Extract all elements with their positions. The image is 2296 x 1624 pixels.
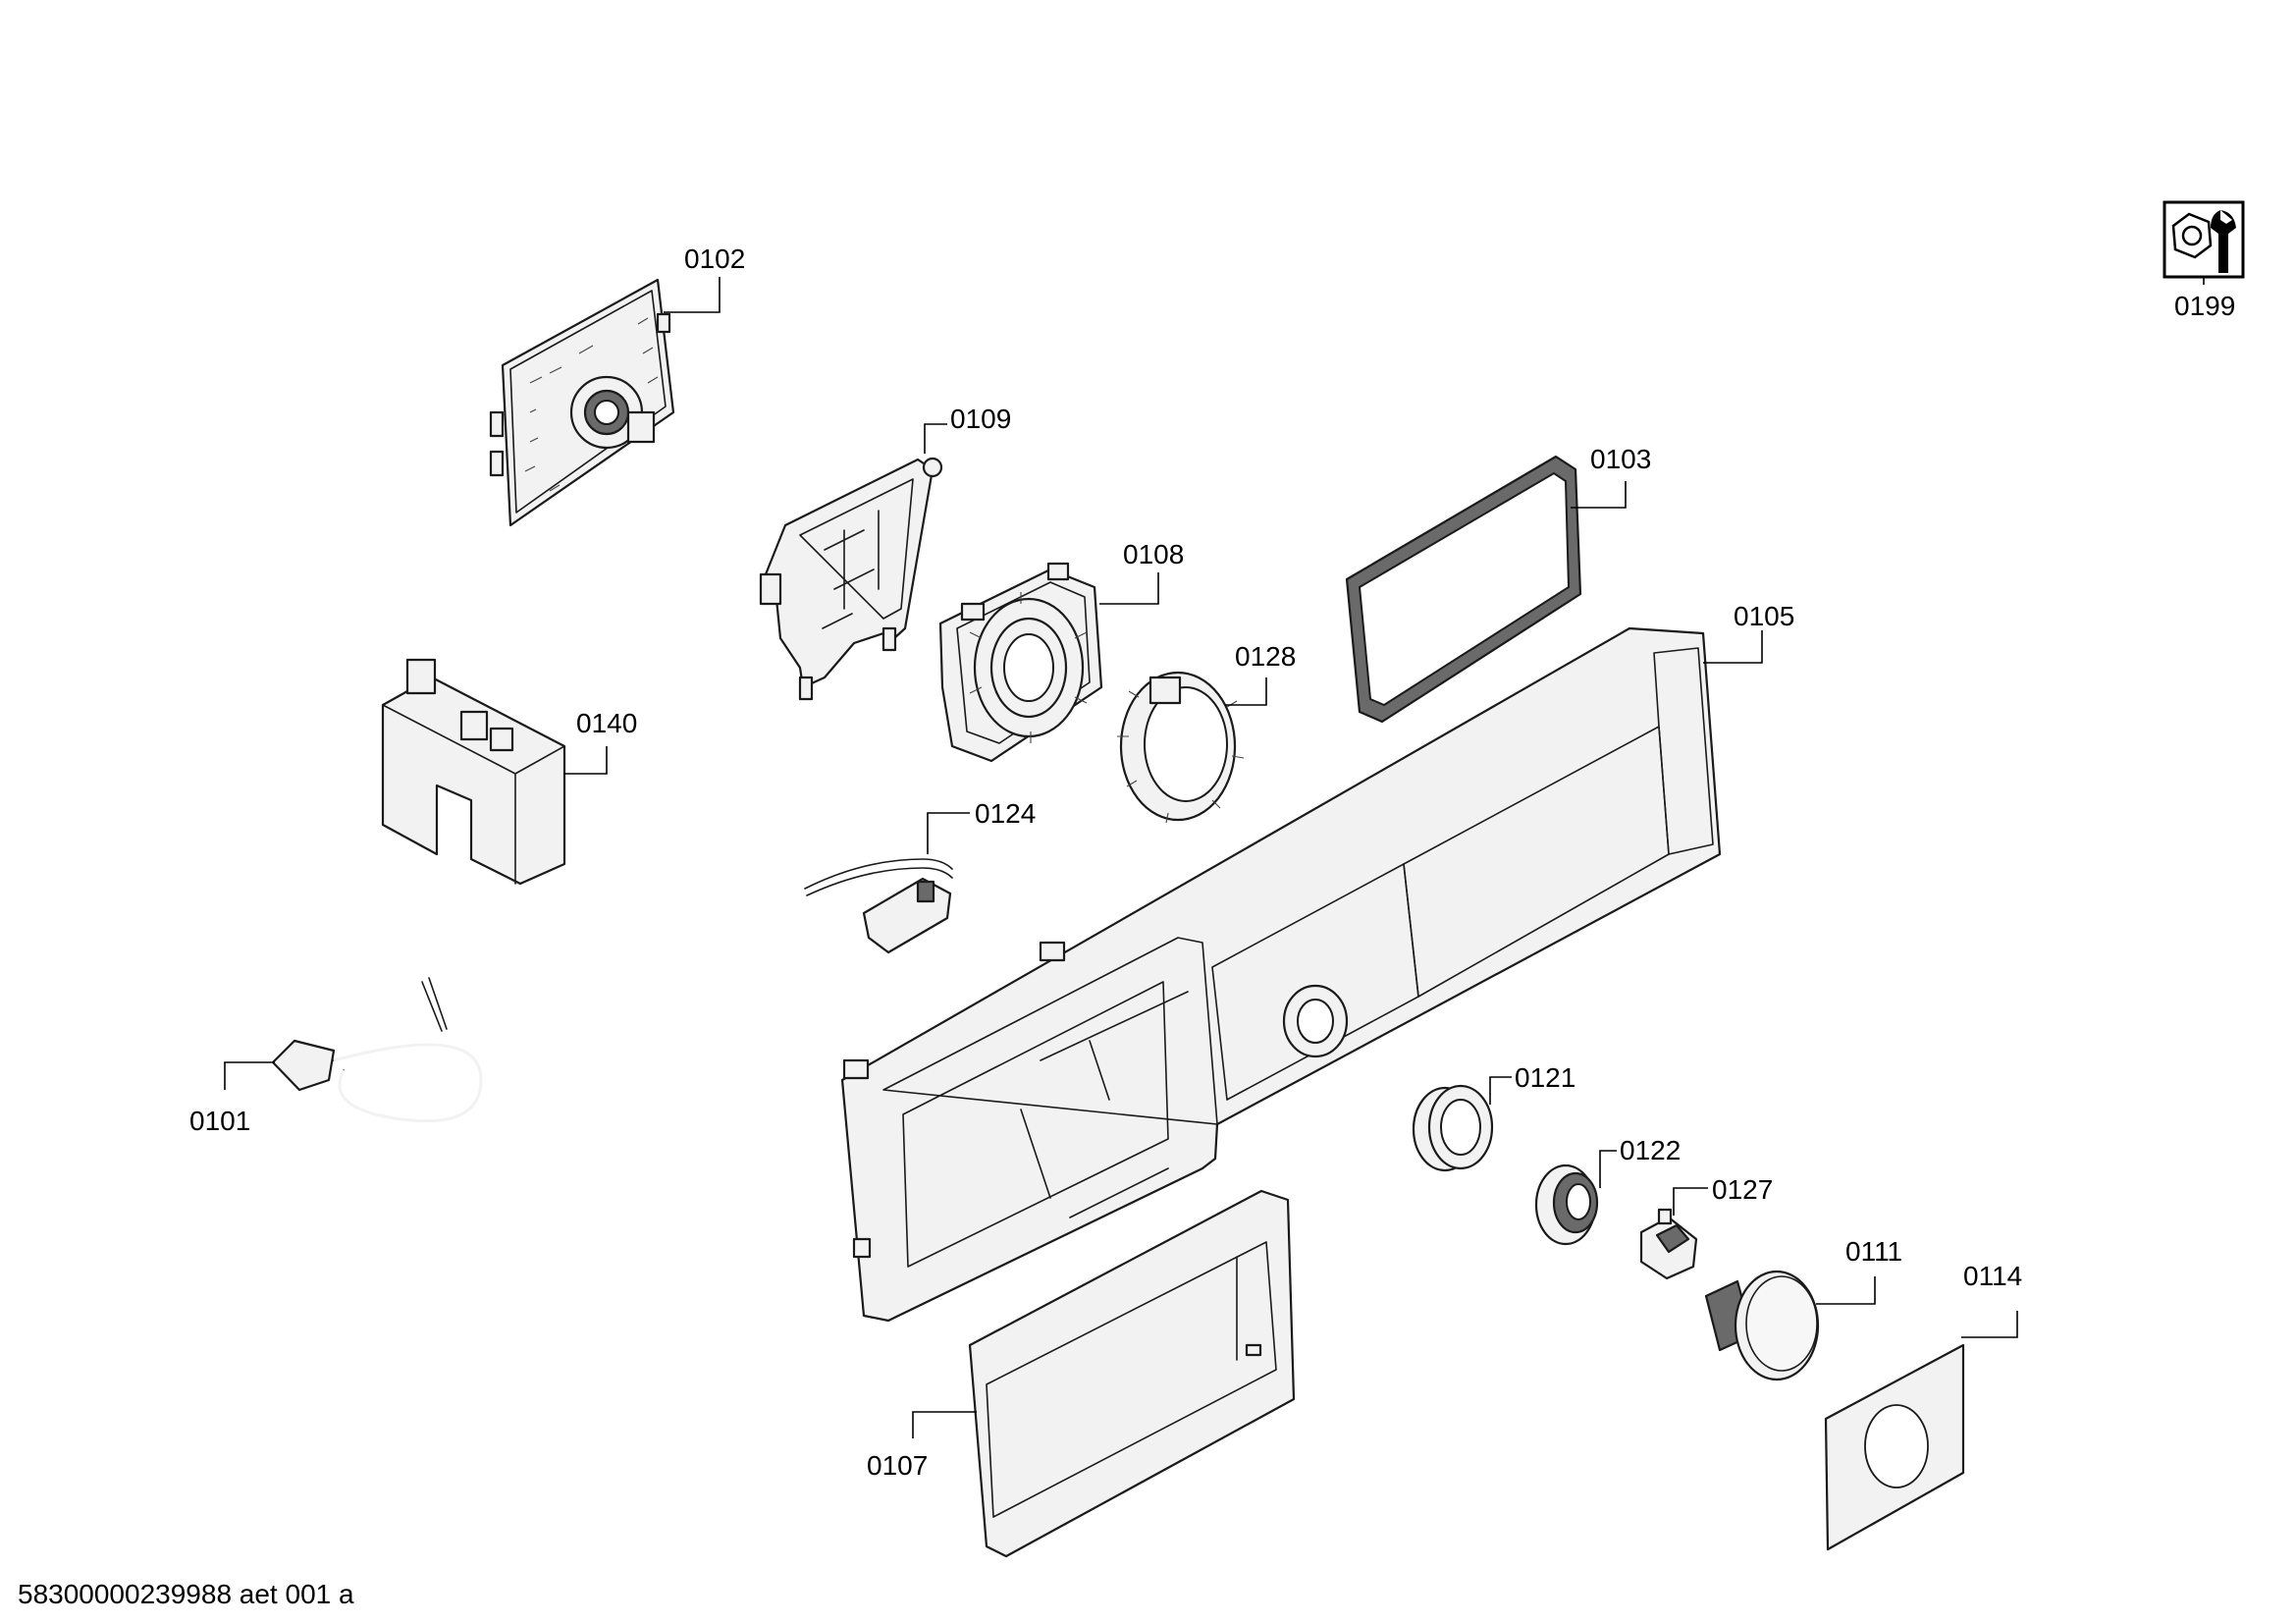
knob-ring-icon [1412, 1084, 1494, 1172]
label-0128: 0128 [1235, 641, 1296, 672]
part-0107[interactable]: 0107 [867, 1189, 1296, 1558]
label-0140: 0140 [576, 708, 637, 738]
ring-clip-icon [1117, 671, 1245, 824]
part-0111[interactable]: 0111 [1704, 1236, 1902, 1381]
part-0114[interactable]: 0114 [1824, 1261, 2022, 1551]
label-0102: 0102 [684, 244, 745, 274]
circuit-board-icon [489, 278, 675, 527]
leader-0124 [927, 812, 970, 854]
power-cord-icon [271, 977, 483, 1123]
part-0103[interactable]: 0103 [1345, 444, 1651, 724]
part-0199[interactable]: 0199 [2163, 200, 2245, 321]
label-0114: 0114 [1963, 1261, 2022, 1291]
part-0122[interactable]: 0122 [1534, 1135, 1681, 1246]
label-0122: 0122 [1620, 1135, 1681, 1165]
leader-0128 [1225, 677, 1267, 706]
label-0103: 0103 [1590, 444, 1651, 474]
label-0121: 0121 [1515, 1062, 1575, 1093]
leader-0121 [1489, 1076, 1512, 1105]
part-0128[interactable]: 0128 [1117, 641, 1296, 824]
label-0124: 0124 [975, 798, 1036, 829]
sensor-cable-icon [804, 858, 953, 954]
label-0108: 0108 [1123, 539, 1184, 569]
knob-insert-icon [1534, 1164, 1599, 1246]
leader-0102 [664, 277, 721, 313]
part-0127[interactable]: 0127 [1639, 1174, 1773, 1280]
part-0124[interactable]: 0124 [804, 798, 1036, 954]
part-0102[interactable]: 0102 [489, 244, 745, 527]
leader-0122 [1599, 1150, 1617, 1188]
wrench-nut-icon [2163, 200, 2245, 279]
label-0101: 0101 [189, 1106, 250, 1136]
label-0107: 0107 [867, 1450, 928, 1481]
part-0101[interactable]: 0101 [189, 977, 483, 1136]
knob-icon [1704, 1270, 1820, 1381]
label-0105: 0105 [1734, 601, 1794, 631]
part-0108[interactable]: 0108 [938, 539, 1184, 763]
knob-holder-icon [938, 562, 1103, 763]
leader-0103 [1571, 481, 1627, 509]
part-0109[interactable]: 0109 [759, 404, 1011, 701]
leader-0107 [912, 1411, 977, 1438]
display-frame-icon [1345, 455, 1582, 724]
leader-0101 [224, 1061, 275, 1090]
bracket-icon [759, 457, 943, 701]
label-0109: 0109 [950, 404, 1011, 434]
leader-0105 [1703, 630, 1763, 664]
label-0111: 0111 [1845, 1236, 1902, 1267]
leader-0109 [924, 423, 947, 454]
leader-0111 [1816, 1276, 1876, 1305]
control-panel-icon [840, 626, 1722, 1323]
label-0199: 0199 [2174, 291, 2235, 321]
part-0121[interactable]: 0121 [1412, 1062, 1575, 1172]
module-housing-icon [381, 658, 566, 886]
label-0127: 0127 [1712, 1174, 1773, 1205]
document-code: 58300000239988 aet 001 a [18, 1579, 354, 1609]
leader-0114 [1961, 1311, 2018, 1338]
detergent-drawer-handle-icon [968, 1189, 1296, 1558]
leader-0108 [1099, 572, 1159, 605]
leader-0127 [1673, 1187, 1708, 1216]
leader-0140 [564, 746, 608, 775]
knob-adapter-icon [1639, 1208, 1698, 1280]
knob-sticker-icon [1824, 1343, 1965, 1551]
part-0105[interactable]: 0105 [840, 601, 1794, 1323]
part-0140[interactable]: 0140 [381, 658, 637, 886]
